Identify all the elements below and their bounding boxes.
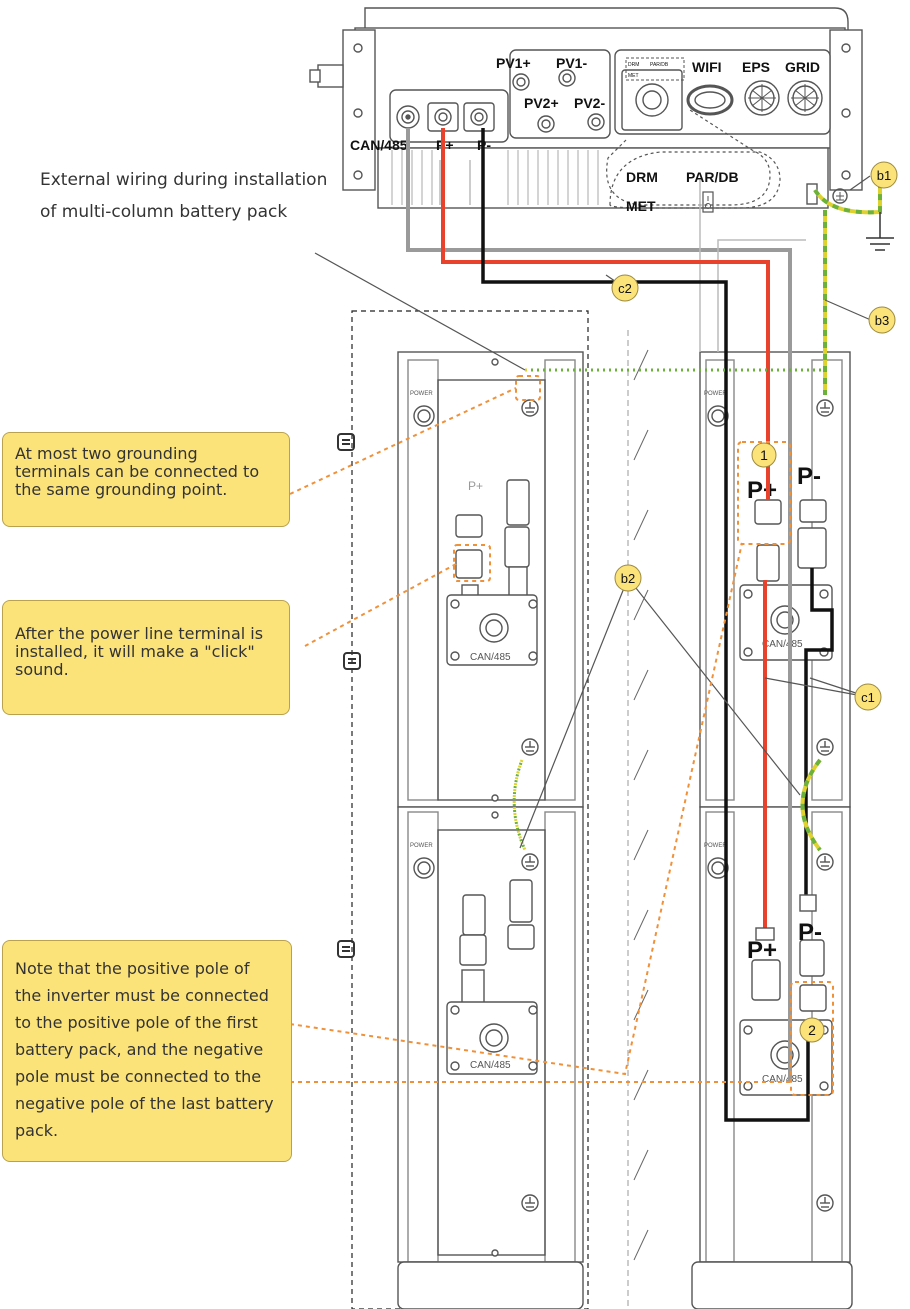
left-battery-column (397, 351, 584, 1309)
ground-wiring (512, 182, 882, 852)
svg-text:b1: b1 (877, 168, 891, 183)
callout-2: 2 (799, 1017, 825, 1043)
callout-b3: b3 (868, 306, 896, 334)
svg-text:c2: c2 (618, 281, 632, 296)
lower-p-neg-plug (799, 894, 817, 912)
note-line: Note that the positive pole of (15, 959, 250, 978)
pv1-pos-label: PV1+ (496, 55, 531, 71)
met-label: MET (626, 198, 656, 214)
can485-label-right-upper: CAN/485 (762, 639, 803, 650)
note-line: After the power line terminal is (15, 624, 264, 643)
note-line: negative pole of the last battery (15, 1094, 274, 1113)
memo-icon (337, 940, 355, 958)
grid-label: GRID (785, 59, 820, 75)
svg-text:b2: b2 (621, 571, 635, 586)
note-line: the same grounding point. (15, 480, 228, 499)
svg-text:b3: b3 (875, 313, 889, 328)
memo-icon (343, 652, 361, 670)
lower-p-pos-plug (755, 927, 775, 941)
par-db-label: PAR/DB (686, 169, 739, 185)
callout-b2: b2 (614, 564, 642, 592)
note-line: the inverter must be connected (15, 986, 269, 1005)
power-label-1: POWER (410, 391, 433, 397)
click-sound-note: After the power line terminal is install… (2, 600, 290, 715)
can485-label: CAN/485 (350, 137, 408, 153)
callout-b1: b1 (870, 161, 898, 189)
callout-c2: c2 (611, 274, 639, 302)
note-line: to the positive pole of the first (15, 1013, 258, 1032)
power-label-2: POWER (410, 843, 433, 849)
svg-text:1: 1 (760, 447, 768, 463)
pv1-neg-label: PV1- (556, 55, 587, 71)
power-label-3: POWER (704, 391, 727, 397)
can485-label-right-lower: CAN/485 (762, 1074, 803, 1085)
left-p-pos-small-label: P+ (468, 479, 483, 493)
polarity-note: Note that the positive pole of the inver… (2, 940, 292, 1162)
right-upper-p-pos: P+ (747, 477, 777, 504)
svg-text:2: 2 (808, 1022, 816, 1038)
caption-line-1: External wiring during installation (40, 170, 328, 190)
pv2-neg-label: PV2- (574, 95, 605, 111)
right-upper-p-neg: P- (797, 463, 821, 490)
note-line: pack. (15, 1121, 59, 1140)
note-line: battery pack, and the negative (15, 1040, 264, 1059)
note-line: installed, it will make a "click" (15, 642, 255, 661)
grounding-note: At most two grounding terminals can be c… (2, 432, 290, 527)
right-pole-labels: P+ P- P+ P- (747, 463, 822, 964)
callouts: b1 b3 c2 b2 c1 1 2 (611, 161, 898, 1043)
right-lower-p-pos: P+ (747, 937, 777, 964)
callout-c1: c1 (854, 683, 882, 711)
callout-1: 1 (751, 442, 777, 468)
battery-labels: POWER POWER POWER POWER CAN/485 CAN/485 … (410, 391, 803, 1085)
wall-hatching (627, 330, 649, 1309)
note-line: terminals can be connected to (15, 462, 260, 481)
note-line: sound. (15, 660, 69, 679)
note-line: At most two grounding (15, 444, 198, 463)
earth-ground-symbol (866, 212, 894, 251)
can485-label-left-upper: CAN/485 (470, 652, 511, 663)
inverter-port-labels: PV1+ PV1- PV2+ PV2- WIFI EPS GRID CAN/48… (350, 55, 820, 214)
met-small-label: MET (628, 73, 639, 79)
right-lower-p-neg: P- (798, 919, 822, 946)
pv2-pos-label: PV2+ (524, 95, 559, 111)
caption-line-2: of multi-column battery pack (40, 202, 288, 222)
memo-icon (337, 433, 355, 451)
comm-cable-can485 (406, 128, 792, 1082)
svg-text:c1: c1 (861, 690, 875, 705)
left-column-dashed-frame (351, 310, 589, 1309)
grey-ground-frame (439, 160, 806, 352)
positive-cable-red (441, 128, 770, 500)
note-line: pole must be connected to the (15, 1067, 262, 1086)
wifi-label: WIFI (692, 59, 722, 75)
drm-label: DRM (626, 169, 658, 185)
power-label-4: POWER (704, 843, 727, 849)
can485-label-left-lower: CAN/485 (470, 1060, 511, 1071)
negative-link-cable-black (804, 568, 834, 900)
pardb-small-label: PAR/DB (650, 62, 669, 68)
inverter (309, 7, 863, 213)
leader-lines (314, 175, 881, 849)
drm-small-label: DRM (628, 62, 639, 68)
multi-column-caption: External wiring during installation of m… (40, 164, 340, 228)
orange-highlights (289, 375, 834, 1096)
eps-label: EPS (742, 59, 770, 75)
